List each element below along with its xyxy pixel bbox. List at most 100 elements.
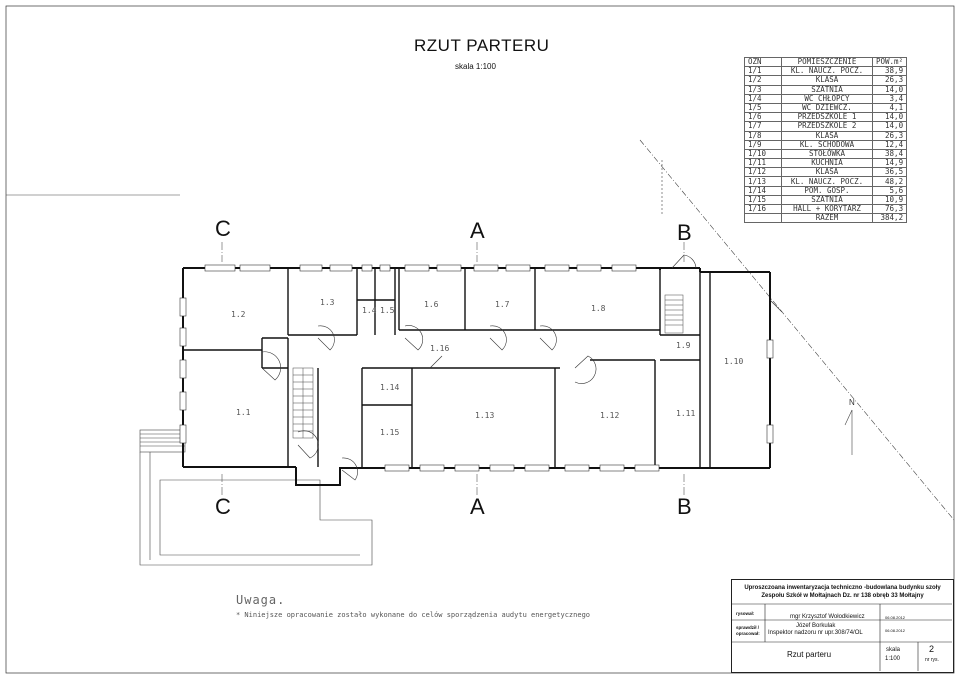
room-table-row-cell: KLASA [781,167,873,178]
windows-top [204,264,637,272]
windows-right [766,339,774,444]
room-table-row-cell: 1/7 [744,121,782,132]
north-arrow [844,409,853,455]
room-table-row-cell: 76,3 [871,203,908,215]
room-table-row-cell: 10,9 [871,194,908,206]
room-table-row-cell: KLASA [781,130,873,141]
room-table-row-cell: 1/13 [744,176,782,187]
room-label-1-3: 1.3 [320,298,335,307]
room-label-1-5: 1.5 [380,306,395,315]
room-table-row-cell: 1/8 [744,130,782,141]
sheet-number: 2 [929,644,935,654]
north-label: N [849,398,855,407]
title-block: Uproszczoana inwentaryzacja techniczno -… [731,579,954,673]
scale-value: 1:100 [885,656,901,662]
note-title: Uwaga. [236,593,286,607]
room-table-row-cell: KL. NAUCZ. POCZ. [781,176,873,187]
room-table-row-cell: 1/16 [744,203,782,215]
section-mark-a-top: A [470,218,485,243]
title-block-lines [731,603,952,671]
room-label-1-12: 1.12 [600,411,620,420]
room-table-row-cell: 5,6 [871,185,908,196]
sheet-title: Rzut parteru [787,650,832,659]
room-table-row-cell: 1/9 [744,139,782,150]
room-label-1-8: 1.8 [591,304,606,313]
scale-label: skala [886,647,901,653]
room-table-row-cell: 1/12 [744,167,782,178]
section-mark-c-top: C [215,216,231,241]
room-label-1-14: 1.14 [380,383,400,392]
room-table-row-cell: 14,0 [871,84,908,95]
doors [261,254,783,481]
windows-bottom [384,464,660,472]
room-table-row-cell: 26,3 [871,75,908,86]
room-table-row-cell: 1/14 [744,185,782,196]
room-table-row-cell: KL. SCHODOWA [781,139,873,150]
room-label-1-2: 1.2 [231,310,246,319]
drawing-scale: skala 1:100 [455,62,496,71]
room-label-1-6: 1.6 [424,300,439,309]
project-line-1: Uproszczoana inwentaryzacja techniczno -… [744,585,941,591]
checked-date: 06.08.2012 [885,628,906,633]
room-label-1-15: 1.15 [380,428,400,437]
drawing-title: RZUT PARTERU [414,36,550,55]
room-table-total-empty [744,213,782,224]
plot-boundary-diagonal [639,139,955,521]
room-table-row-cell: 1/2 [744,75,782,86]
windows-left [179,297,187,444]
drawn-name: mgr Krzysztof Wołodkiewicz [790,614,865,620]
checked-label-2: opracował: [736,631,760,636]
note-text: * Niniejsze opracowanie zostało wykonane… [236,611,591,619]
drawn-label: rysował: [736,611,755,616]
room-label-1-16: 1.16 [430,344,450,353]
checked-title: Inspektor nadzoru nr upr.308/74/OL [768,630,863,636]
project-line-2: Zespołu Szkół w Mołtajnach Dz. nr 138 ob… [761,593,924,599]
room-table-row-cell: 36,5 [871,167,908,178]
room-table-row-cell: 14,0 [871,121,908,132]
room-label-1-10: 1.10 [724,357,744,366]
checked-label-1: sprawdził / [736,625,760,630]
section-mark-b-top: B [677,220,692,245]
room-label-1-7: 1.7 [495,300,510,309]
ramp-outline [139,452,373,566]
room-table-row-cell: KLASA [781,75,873,86]
interior-walls [183,268,711,468]
room-label-1-13: 1.13 [475,411,495,420]
sheet-border [5,5,955,674]
room-table-row-cell: PRZEDSZKOLE 2 [781,121,873,132]
room-table-row-cell: 1/3 [744,84,782,95]
section-mark-a-bottom: A [470,494,485,519]
room-table-row-cell: 12,4 [871,139,908,150]
room-table-row-cell: 14,9 [871,158,908,169]
room-table-row-cell: SZATNIA [781,84,873,95]
external-stairs [139,429,186,453]
room-table-row-cell: 38,4 [871,148,908,160]
staircase-right [664,294,684,334]
section-lines [221,242,685,496]
section-mark-b-bottom: B [677,494,692,519]
section-mark-c-bottom: C [215,494,231,519]
drawn-date: 06.08.2012 [885,615,906,620]
room-table-row-cell: 48,2 [871,176,908,187]
staircase-left [292,367,314,439]
checked-name: Józef Borkulak [796,623,836,629]
room-table-total-value: 384,2 [871,213,908,224]
room-label-1-1: 1.1 [236,408,251,417]
room-table-row-cell: POM. GOSP. [781,185,873,196]
room-table-row-cell: 26,3 [871,130,908,141]
room-table-total-label: RAZEM [781,213,873,224]
